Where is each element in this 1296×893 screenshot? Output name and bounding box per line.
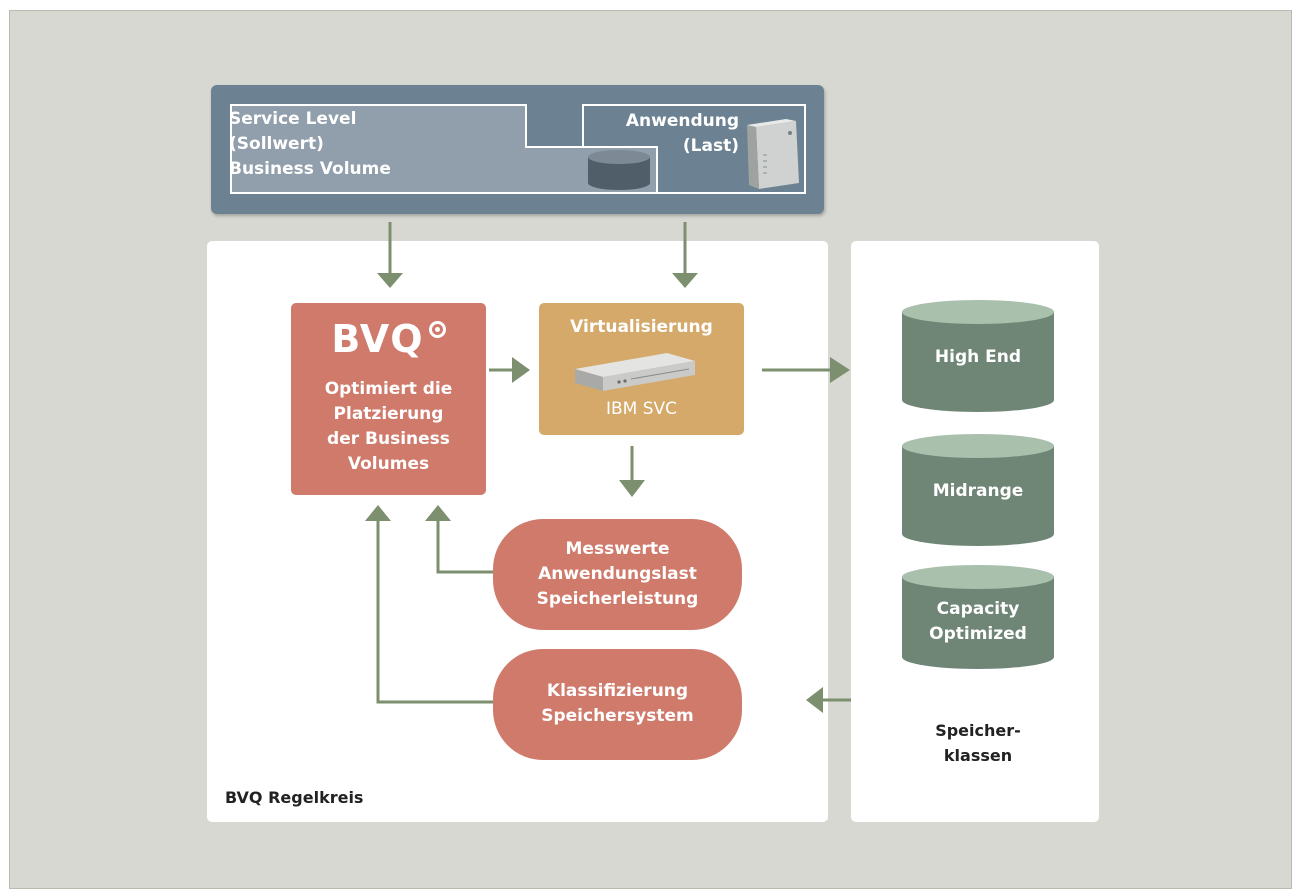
storage-classes-label: Speicher- klassen xyxy=(935,721,1021,765)
bvq-logo: BVQ xyxy=(291,317,486,361)
disk-icon xyxy=(588,150,650,190)
server-icon xyxy=(747,119,799,189)
arrowhead xyxy=(830,357,850,383)
bvq-box: BVQ Optimiert die Platzierung der Busine… xyxy=(291,303,486,495)
storage-class-midrange: Midrange xyxy=(932,481,1024,501)
arrow-klassifizierung-to-bvq xyxy=(376,520,493,704)
storage-class-capacity-optimized: Capacity Optimized xyxy=(929,599,1027,644)
bvq-description: Optimiert die Platzierung der Business V… xyxy=(324,379,453,474)
top-bar-shapes xyxy=(230,104,806,194)
storage-class-high-end: High End xyxy=(934,347,1022,367)
bvq-logo-ring xyxy=(428,321,446,338)
arrowhead xyxy=(806,687,823,713)
klassifizierung-pill: Klassifizierung Speichersystem xyxy=(493,649,742,760)
anwendung-text: Anwendung (Last) xyxy=(625,111,739,156)
regelkreis-label: BVQ Regelkreis xyxy=(225,788,364,807)
arrowhead xyxy=(365,505,391,521)
cylinder-midrange xyxy=(902,434,1054,546)
messwerte-pill: Messwerte Anwendungslast Speicherleistun… xyxy=(493,519,742,630)
arrowhead xyxy=(425,505,451,521)
klassifizierung-text: Klassifizierung Speichersystem xyxy=(541,681,694,726)
service-level-text: Service Level (Sollwert) Business Volume xyxy=(229,109,391,179)
arrowhead xyxy=(377,273,403,288)
cylinder-high-end xyxy=(902,300,1054,412)
svc-device-icon xyxy=(575,353,695,391)
arrowhead xyxy=(619,480,645,497)
messwerte-text: Messwerte Anwendungslast Speicherleistun… xyxy=(536,539,699,609)
anwendung-box xyxy=(582,104,806,194)
arrow-messwerte-to-bvq xyxy=(436,520,493,574)
virtualisierung-title: Virtualisierung xyxy=(570,317,713,337)
virtualisierung-box: Virtualisierung IBM SVC xyxy=(539,303,744,435)
storage-cylinders xyxy=(902,300,1054,669)
arrowhead xyxy=(512,357,530,383)
top-bar: Service Level (Sollwert) Business Volume… xyxy=(211,85,824,214)
cylinder-capacity-optimized xyxy=(902,565,1054,669)
arrowhead xyxy=(672,273,698,288)
svc-device-label: IBM SVC xyxy=(605,399,678,419)
